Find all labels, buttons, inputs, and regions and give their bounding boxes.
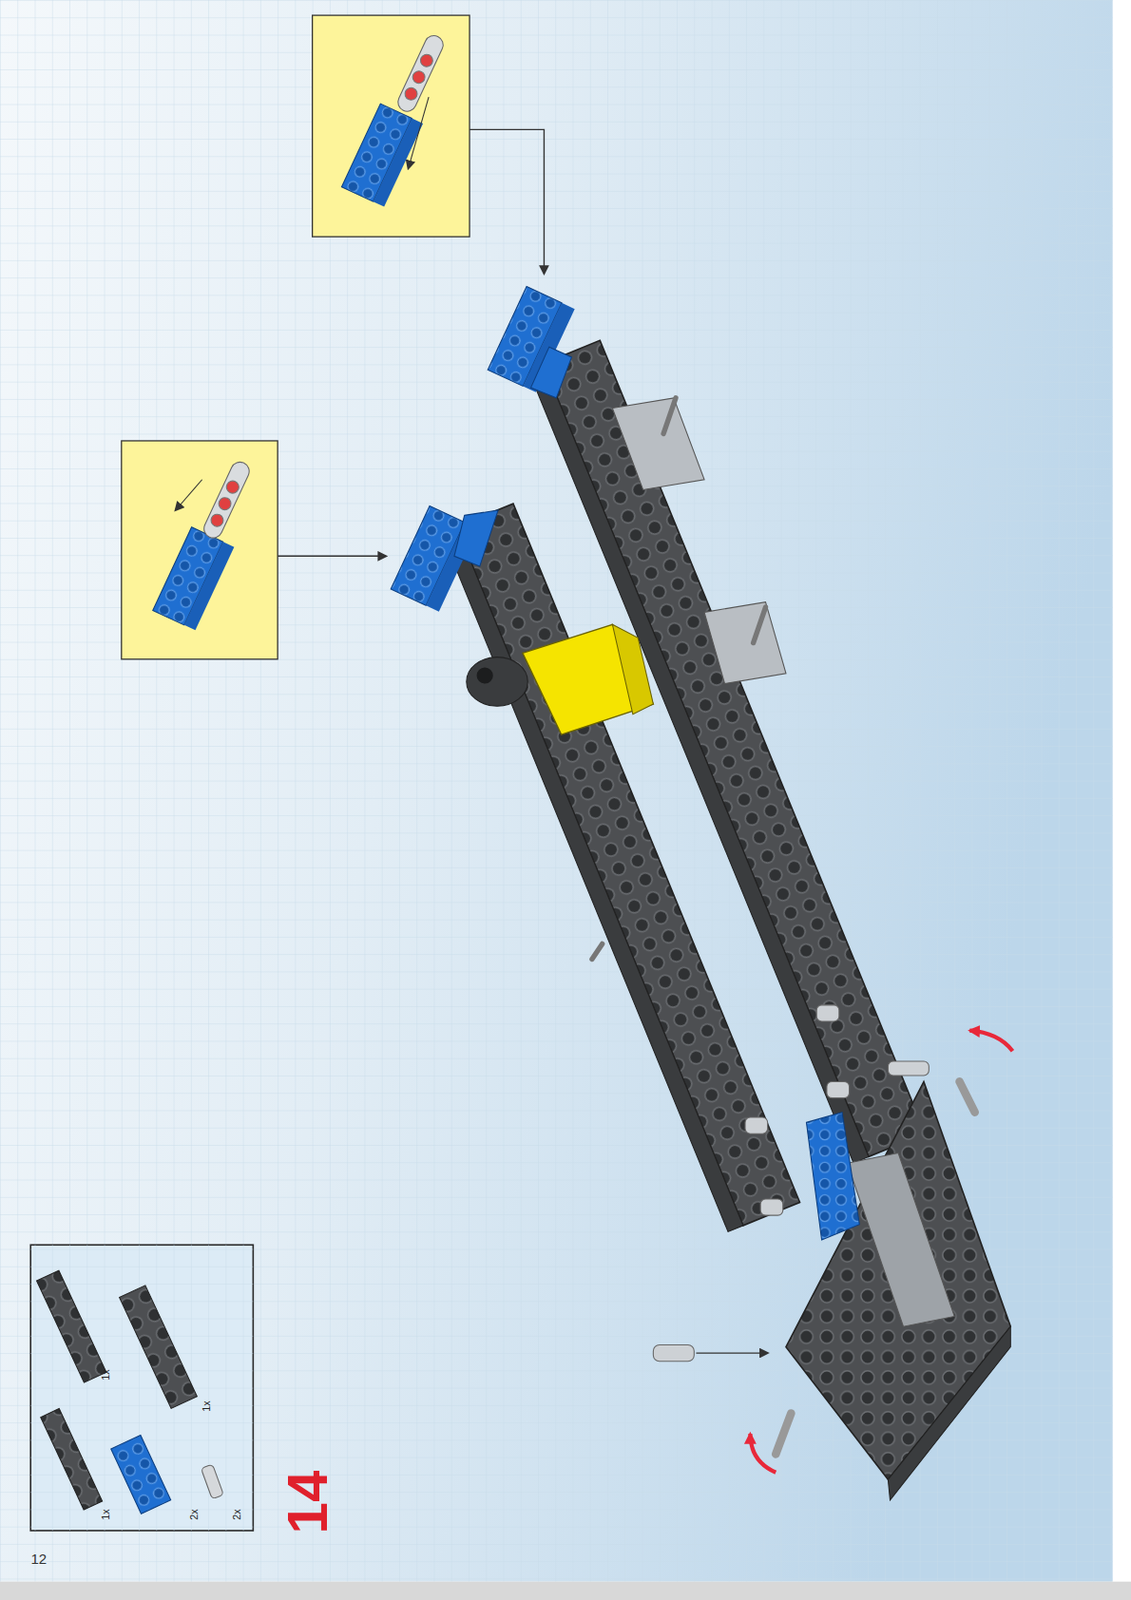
part-count: 1x (99, 1369, 111, 1381)
part-count: 1x (201, 1400, 212, 1412)
step-number: 14 (279, 1470, 337, 1534)
part-count: 1x (99, 1509, 111, 1520)
part-count: 2x (189, 1509, 200, 1520)
part-count: 2x (231, 1509, 243, 1520)
page-number: 12 (30, 1552, 47, 1568)
